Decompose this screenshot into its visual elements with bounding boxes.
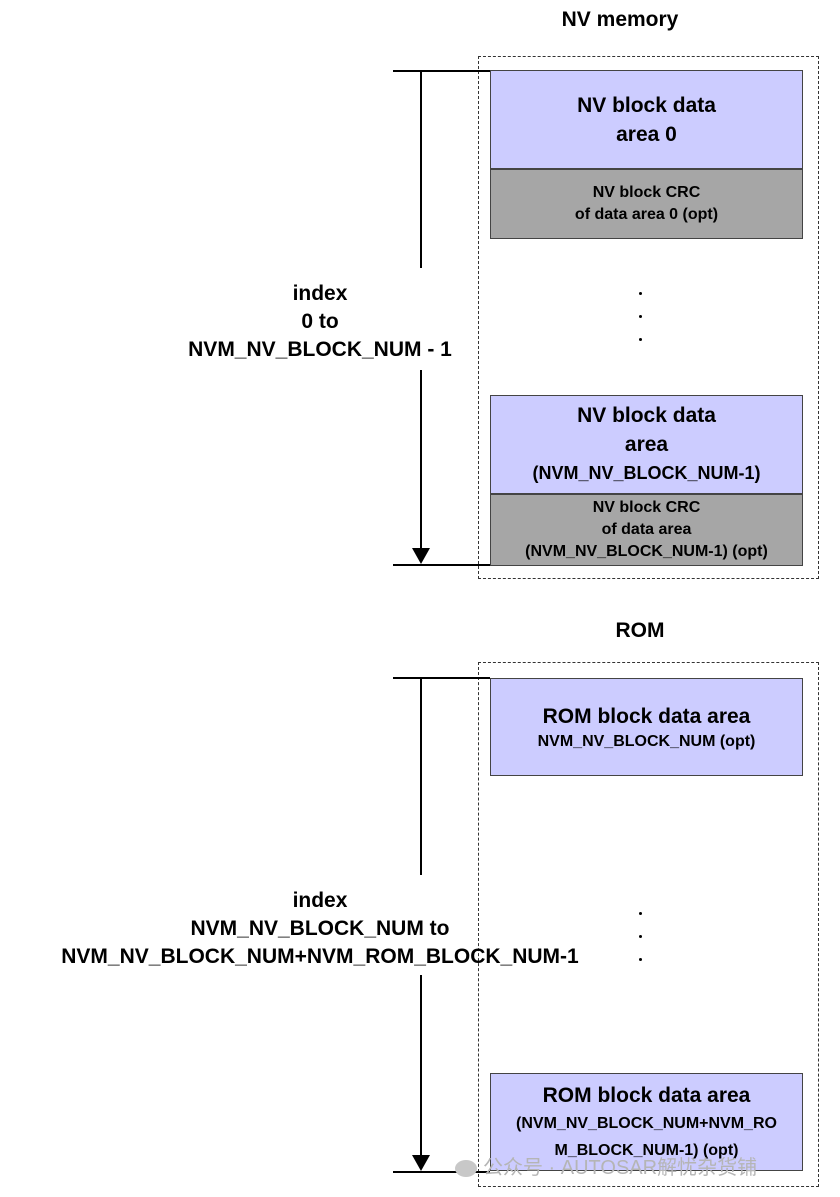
rom-index-line2: NVM_NV_BLOCK_NUM to xyxy=(190,917,450,940)
rom-range-vline-lower xyxy=(420,975,422,1157)
nv-block-crc-0: NV block CRC of data area 0 (opt) xyxy=(490,169,803,239)
nv-block-crc-n: NV block CRC of data area (NVM_NV_BLOCK_… xyxy=(490,494,803,566)
ellipsis-dot xyxy=(639,912,642,915)
nv-crcN-line1: NV block CRC xyxy=(592,499,701,516)
nv-range-vline-upper xyxy=(420,70,422,268)
rom-block-data-area-0: ROM block data area NVM_NV_BLOCK_NUM (op… xyxy=(490,678,803,776)
ellipsis-dot xyxy=(639,315,642,318)
nv-blockN-line2: area xyxy=(624,433,669,456)
nv-crcN-line2: of data area xyxy=(601,521,692,538)
nv-crcN-line3: (NVM_NV_BLOCK_NUM-1) (opt) xyxy=(525,543,768,560)
ellipsis-dot xyxy=(639,292,642,295)
rom-range-vline-upper xyxy=(420,677,422,875)
rom-blockN-line1: ROM block data area xyxy=(542,1083,751,1107)
ellipsis-dot xyxy=(639,338,642,341)
nv-memory-region xyxy=(478,56,819,579)
rom-range-top-line xyxy=(393,677,490,679)
rom-blockN-line3: M_BLOCK_NUM-1) (opt) xyxy=(554,1141,739,1159)
nv-range-bottom-line xyxy=(393,564,490,566)
nv-blockN-line3: (NVM_NV_BLOCK_NUM-1) xyxy=(532,463,761,483)
nv-index-line1: index xyxy=(292,282,348,305)
rom-blockN-line2: (NVM_NV_BLOCK_NUM+NVM_RO xyxy=(516,1114,777,1132)
ellipsis-dot xyxy=(639,958,642,961)
nv-index-label: index 0 to NVM_NV_BLOCK_NUM - 1 xyxy=(120,280,520,364)
watermark-text: 公众号 · AUTOSAR解忧杂货铺 xyxy=(483,1157,758,1179)
nv-range-vline-lower xyxy=(420,370,422,550)
watermark: 公众号 · AUTOSAR解忧杂货铺 xyxy=(455,1151,757,1180)
nv-crc0-line2: of data area 0 (opt) xyxy=(574,206,719,223)
nv-index-line2: 0 to xyxy=(301,310,339,333)
nv-memory-title: NV memory xyxy=(561,8,679,31)
wechat-icon xyxy=(455,1160,477,1178)
rom-title: ROM xyxy=(615,619,665,642)
nv-crc0-line1: NV block CRC xyxy=(592,184,701,201)
rom-index-label: index NVM_NV_BLOCK_NUM to NVM_NV_BLOCK_N… xyxy=(10,887,630,971)
rom-block0-line1: ROM block data area xyxy=(542,704,751,728)
nv-blockN-line1: NV block data xyxy=(577,404,716,427)
rom-region xyxy=(478,662,819,1187)
nv-range-arrowhead-icon xyxy=(412,548,430,564)
nv-block0-line1: NV block data xyxy=(577,93,716,117)
ellipsis-dot xyxy=(639,935,642,938)
rom-range-arrowhead-icon xyxy=(412,1155,430,1171)
nv-index-line3: NVM_NV_BLOCK_NUM - 1 xyxy=(188,338,452,361)
rom-block-data-area-n: ROM block data area (NVM_NV_BLOCK_NUM+NV… xyxy=(490,1073,803,1171)
rom-range-bottom-line xyxy=(393,1171,490,1173)
rom-index-line3: NVM_NV_BLOCK_NUM+NVM_ROM_BLOCK_NUM-1 xyxy=(61,945,579,968)
nv-block0-line2: area 0 xyxy=(616,122,677,146)
nv-block-data-area-0: NV block data area 0 xyxy=(490,70,803,169)
rom-index-line1: index xyxy=(292,889,348,912)
rom-block0-line2: NVM_NV_BLOCK_NUM (opt) xyxy=(537,732,756,750)
nv-block-data-area-n: NV block data area (NVM_NV_BLOCK_NUM-1) xyxy=(490,395,803,494)
nv-range-top-line xyxy=(393,70,490,72)
